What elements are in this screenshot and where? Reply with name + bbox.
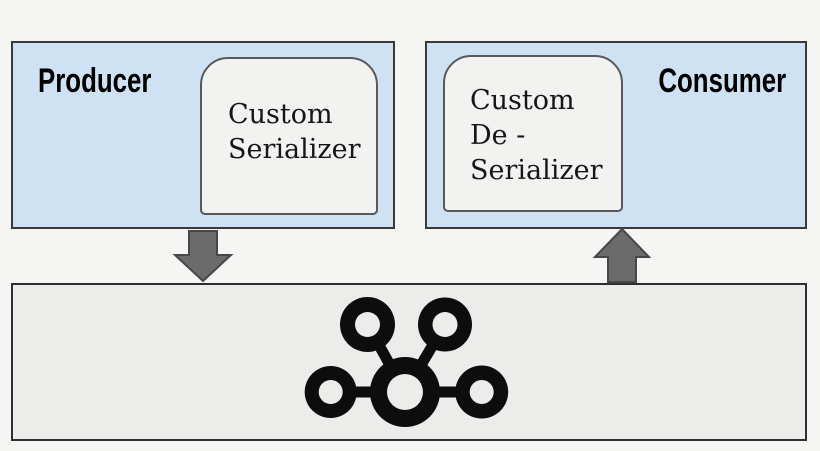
custom-serializer-label-line2: Serializer <box>228 134 361 165</box>
custom-deserializer-label-line3: Serializer <box>470 155 603 186</box>
consumer-label: Consumer <box>658 62 786 100</box>
custom-deserializer-box: Custom De - Serializer <box>443 55 623 212</box>
custom-deserializer-label-line2: De - <box>470 120 526 151</box>
custom-serializer-box: Custom Serializer <box>200 57 378 215</box>
custom-serializer-label-line1: Custom <box>228 99 333 130</box>
kafka-broker-box <box>11 283 807 441</box>
producer-label: Producer <box>38 62 152 100</box>
arrow-up-icon <box>593 228 651 283</box>
consumer-box: Custom De - Serializer Consumer <box>425 41 807 229</box>
custom-deserializer-label-line1: Custom <box>470 85 575 116</box>
kafka-logo-icon <box>304 297 509 427</box>
producer-box: Producer Custom Serializer <box>11 41 395 229</box>
arrow-down-icon <box>172 230 234 283</box>
